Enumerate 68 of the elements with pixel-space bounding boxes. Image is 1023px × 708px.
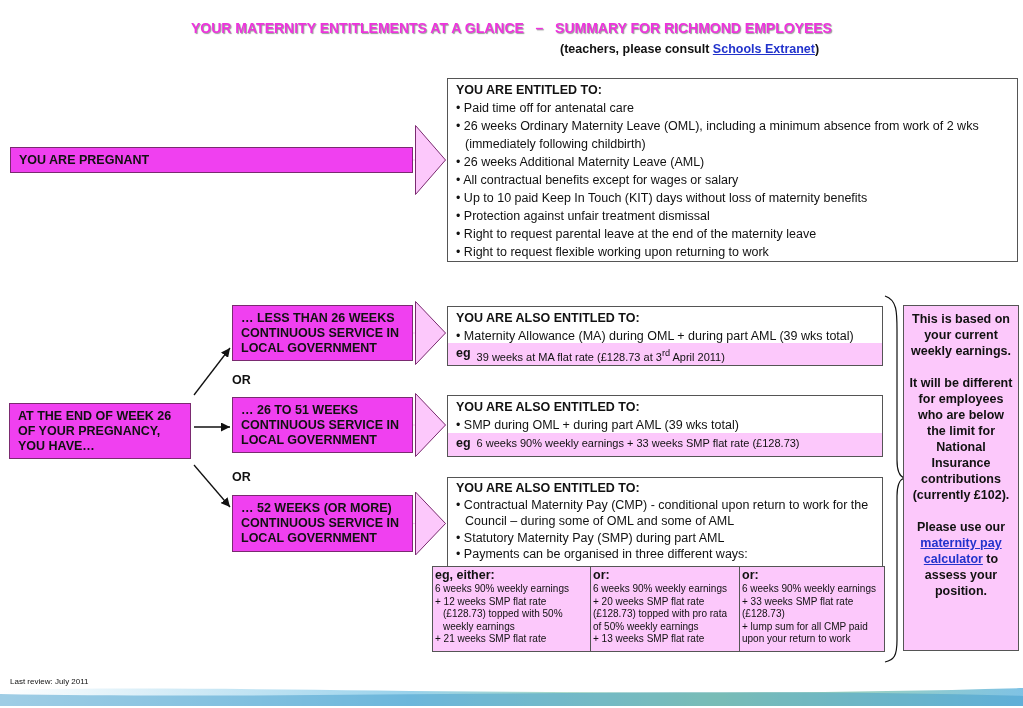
- note-text: Please use our maternity pay calculator to assess your position.: [915, 519, 1007, 599]
- process-bar: [232, 397, 413, 453]
- payment-line: + lump sum for all CMP paid upon your return to work: [742, 620, 869, 646]
- bar-text: … LESS THAN 26 WEEKS CONTINUOUS SERVICE IN LOCAL GOVERNMENT: [241, 310, 401, 356]
- table-cell: [590, 566, 740, 652]
- bullet-item: • Up to 10 paid Keep In Touch (KIT) days without loss of maternity benefits: [456, 190, 869, 207]
- payment-line: 6 weeks 90% weekly earnings: [742, 583, 877, 596]
- arrow: [412, 301, 447, 365]
- payment-line: + 33 weeks SMP flat rate (£128.73): [742, 595, 855, 621]
- table-cell: [739, 566, 885, 652]
- heading: YOU ARE ALSO ENTITLED TO:: [456, 480, 641, 497]
- title: YOUR MATERNITY ENTITLEMENTS AT A GLANCE – SUMMARY FOR RICHMOND EMPLOYEES: [190, 20, 833, 36]
- bullet-item: • Payments can be organised in three different ways:: [456, 546, 749, 563]
- note-text: This is based on your current weekly earnings.: [909, 311, 1013, 359]
- payment-line: + 13 weeks SMP flat rate: [593, 633, 706, 646]
- heading: YOU ARE ALSO ENTITLED TO:: [456, 310, 641, 327]
- info-box: [447, 78, 1018, 262]
- bullet-item: • Contractual Maternity Pay (CMP) - conditional upon return to work for the Council – during some of OML and some of AML: [456, 496, 870, 530]
- bullet-item: • 26 weeks Additional Maternity Leave (AML): [456, 154, 706, 171]
- column-heading: or:: [742, 568, 760, 583]
- bullet-item: • Paid time off for antenatal care: [456, 100, 635, 117]
- note-box: [903, 305, 1019, 651]
- example-label: eg: [456, 435, 471, 452]
- bar-text: … 52 WEEKS (OR MORE) CONTINUOUS SERVICE IN LOCAL GOVERNMENT: [241, 501, 401, 546]
- example-band: [448, 433, 882, 456]
- example-text: 39 weeks at MA flat rate (£128.73 at 3$^{rd}$ April 2011): [476, 347, 725, 365]
- payment-line: 6 weeks 90% weekly earnings: [593, 583, 728, 596]
- bar-text: AT THE END OF WEEK 26 OF YOUR PREGNANCY, YOU HAVE…: [18, 408, 173, 454]
- bullet-item: • All contractual benefits except for wages or salary: [456, 172, 740, 189]
- arrow: [193, 464, 231, 508]
- process-bar: [10, 147, 413, 173]
- table-cell: [432, 566, 591, 652]
- bar-text: … 26 TO 51 WEEKS CONTINUOUS SERVICE IN LOCAL GOVERNMENT: [241, 402, 401, 448]
- payment-line: 6 weeks 90% weekly earnings: [435, 583, 570, 596]
- footnote: Last review: July 2011: [10, 677, 89, 686]
- process-bar: [9, 403, 191, 459]
- or-label: OR: [232, 470, 251, 484]
- process-bar: [232, 495, 413, 552]
- arrow: [193, 422, 231, 432]
- payment-line: + 20 weeks SMP flat rate (£128.73) topped with pro rata of 50% weekly earnings: [593, 595, 728, 634]
- arrow: [412, 393, 447, 457]
- arrow: [412, 491, 447, 556]
- column-heading: eg, either:: [435, 568, 496, 583]
- bullet-item: • SMP during OML + during part AML (39 wks total): [456, 417, 740, 434]
- arrow: [193, 347, 231, 396]
- info-box: [447, 395, 883, 457]
- process-bar: [232, 305, 413, 361]
- note-text: It will be different for employees who are below the limit for National Insurance contributions (currently £102).: [908, 375, 1014, 503]
- bullet-item: • Right to request flexible working upon returning to work: [456, 244, 770, 261]
- example-label: eg: [456, 345, 471, 362]
- bullet-item: • Maternity Allowance (MA) during OML + during part AML (39 wks total): [456, 328, 855, 345]
- column-heading: or:: [593, 568, 611, 583]
- subtitle: (teachers, please consult Schools Extranet): [560, 42, 820, 56]
- payment-line: + 12 weeks SMP flat rate (£128.73) topped with 50% weekly earnings: [435, 595, 564, 634]
- bullet-item: • Statutory Maternity Pay (SMP) during part AML: [456, 529, 726, 546]
- example-band: [448, 343, 882, 365]
- heading: YOU ARE ENTITLED TO:: [456, 82, 603, 99]
- example-text: 6 weeks 90% weekly earnings + 33 weeks SMP flat rate (£128.73): [476, 436, 800, 451]
- or-label: OR: [232, 373, 251, 387]
- bar-text: YOU ARE PREGNANT: [19, 152, 150, 168]
- payment-line: + 21 weeks SMP flat rate: [435, 633, 548, 646]
- bullet-item: • Protection against unfair treatment dismissal: [456, 208, 711, 225]
- arrow: [412, 125, 447, 195]
- info-box: [447, 306, 883, 366]
- bullet-item: • 26 weeks Ordinary Maternity Leave (OML), including a minimum absence from work of 2 wks (immediately following childbirth): [456, 118, 980, 153]
- heading: YOU ARE ALSO ENTITLED TO:: [456, 399, 641, 416]
- bullet-item: • Right to request parental leave at the end of the maternity leave: [456, 226, 818, 243]
- info-box: [447, 477, 883, 567]
